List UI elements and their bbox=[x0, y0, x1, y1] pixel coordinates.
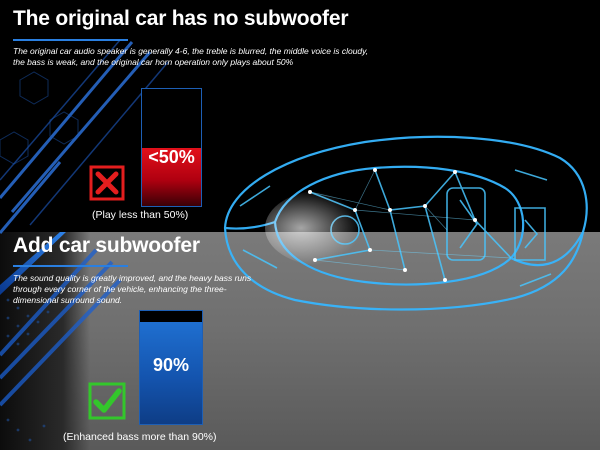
original-bass-caption: (Play less than 50%) bbox=[92, 209, 189, 221]
title-underline bbox=[13, 39, 128, 41]
bottom-section-background bbox=[0, 232, 600, 450]
subwoofer-bass-level-fill bbox=[140, 322, 202, 424]
add-subwoofer-description: The sound quality is greatly improved, a… bbox=[13, 273, 252, 305]
subwoofer-bass-caption: (Enhanced bass more than 90%) bbox=[63, 431, 217, 443]
original-bass-level-bar: <50% bbox=[141, 88, 202, 207]
add-subwoofer-title: Add car subwoofer bbox=[13, 234, 200, 257]
cross-icon bbox=[89, 165, 125, 201]
original-bass-level-label: <50% bbox=[148, 147, 195, 167]
original-car-title: The original car has no subwoofer bbox=[13, 7, 349, 30]
check-icon bbox=[88, 382, 126, 420]
title-underline bbox=[13, 265, 128, 267]
subwoofer-bass-level-bar: 90% bbox=[139, 310, 203, 425]
car-wireframe-icon bbox=[223, 135, 588, 311]
subwoofer-bass-level-label: 90% bbox=[152, 355, 190, 375]
original-bass-level-fill bbox=[142, 147, 201, 206]
original-car-description: The original car audio speaker is genera… bbox=[13, 46, 369, 67]
